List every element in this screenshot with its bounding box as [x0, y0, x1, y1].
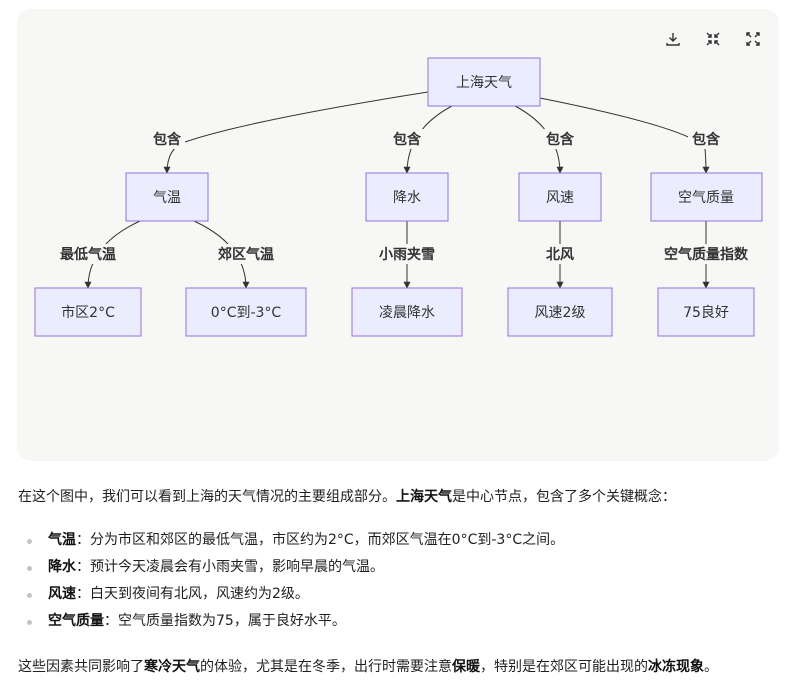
svg-text:空气质量指数: 空气质量指数	[664, 246, 749, 263]
outro-text: ，特别是在郊区可能出现的	[480, 659, 648, 675]
list-term: 气温	[48, 532, 76, 548]
edge-label: 最低气温	[55, 244, 121, 264]
svg-text:降水: 降水	[393, 190, 421, 206]
svg-text:包含: 包含	[692, 131, 721, 148]
edge-root-qiwen	[163, 91, 429, 174]
download-icon[interactable]	[661, 27, 685, 51]
diagram-toolbar	[661, 27, 765, 51]
intro-paragraph: 在这个图中，我们可以看到上海的天气情况的主要组成部分。上海天气是中心节点，包含了…	[18, 486, 788, 508]
edge-label: 包含	[688, 129, 724, 149]
svg-text:郊区气温: 郊区气温	[218, 246, 274, 263]
node-kongqi[interactable]: 空气质量	[650, 172, 763, 222]
node-jiangshui[interactable]: 降水	[365, 172, 449, 222]
outro-bold: 寒冷天气	[144, 659, 200, 675]
list-item: 风速：白天到夜间有北风，风速约为2级。	[18, 581, 788, 608]
list-term: 空气质量	[48, 613, 104, 629]
edge-label: 小雨夹雪	[374, 244, 440, 264]
expand-icon[interactable]	[741, 27, 765, 51]
svg-text:包含: 包含	[546, 131, 575, 148]
svg-text:北风: 北风	[546, 247, 574, 263]
list-desc: ：预计今天凌晨会有小雨夹雪，影响早晨的气温。	[76, 559, 384, 575]
edge-label: 空气质量指数	[659, 244, 753, 264]
list-term: 降水	[48, 559, 76, 575]
node-zhishu[interactable]: 75良好	[657, 287, 755, 337]
outro-bold: 保暖	[452, 659, 480, 675]
list-item: 降水：预计今天凌晨会有小雨夹雪，影响早晨的气温。	[18, 554, 788, 581]
list-item: 空气质量：空气质量指数为75，属于良好水平。	[18, 608, 788, 635]
intro-text: 是中心节点，包含了多个关键概念：	[452, 489, 676, 505]
edge-label: 包含	[389, 129, 425, 149]
svg-text:市区2°C: 市区2°C	[61, 304, 115, 321]
node-lingchen[interactable]: 凌晨降水	[351, 287, 463, 337]
svg-text:空气质量: 空气质量	[678, 190, 734, 206]
list-desc: ：白天到夜间有北风，风速约为2级。	[76, 586, 309, 602]
concept-list: 气温：分为市区和郊区的最低气温，市区约为2°C，而郊区气温在0°C到-3°C之间…	[18, 527, 788, 635]
node-root[interactable]: 上海天气	[427, 57, 541, 107]
node-fengsu[interactable]: 风速	[518, 172, 602, 222]
list-desc: ：分为市区和郊区的最低气温，市区约为2°C，而郊区气温在0°C到-3°C之间。	[76, 532, 565, 548]
diagram-card	[17, 9, 779, 461]
outro-text: 的体验，尤其是在冬季，出行时需要注意	[200, 659, 452, 675]
svg-text:小雨夹雪: 小雨夹雪	[379, 246, 435, 263]
edge-label: 包含	[149, 129, 185, 149]
svg-text:上海天气: 上海天气	[456, 75, 512, 91]
outro-text: 这些因素共同影响了	[18, 659, 144, 675]
answer-text: 在这个图中，我们可以看到上海的天气情况的主要组成部分。上海天气是中心节点，包含了…	[18, 486, 788, 678]
svg-text:0°C到-3°C: 0°C到-3°C	[211, 305, 282, 321]
outro-bold: 冰冻现象	[648, 659, 704, 675]
node-jiaoqu[interactable]: 0°C到-3°C	[185, 287, 307, 337]
edge-label: 北风	[542, 244, 578, 264]
intro-bold: 上海天气	[396, 489, 452, 505]
svg-text:包含: 包含	[393, 131, 422, 148]
svg-text:风速: 风速	[546, 190, 574, 206]
intro-text: 在这个图中，我们可以看到上海的天气情况的主要组成部分。	[18, 489, 396, 505]
svg-text:75良好: 75良好	[683, 305, 729, 321]
list-desc: ：空气质量指数为75，属于良好水平。	[104, 613, 346, 629]
edge-label: 包含	[542, 129, 578, 149]
node-qiwen[interactable]: 气温	[125, 172, 209, 222]
outro-text: 。	[704, 659, 718, 675]
list-item: 气温：分为市区和郊区的最低气温，市区约为2°C，而郊区气温在0°C到-3°C之间…	[18, 527, 788, 554]
list-term: 风速	[48, 586, 76, 602]
svg-text:最低气温: 最低气温	[60, 246, 116, 263]
svg-text:气温: 气温	[153, 190, 181, 206]
svg-text:包含: 包含	[153, 131, 182, 148]
svg-text:凌晨降水: 凌晨降水	[379, 305, 435, 321]
node-shiqu[interactable]: 市区2°C	[34, 287, 142, 337]
svg-text:风速2级: 风速2级	[535, 305, 586, 321]
flowchart: 包含 包含 包含 包含 最低气温 郊区气温 小雨夹雪 北风 空气质量指数 上海天…	[34, 57, 763, 337]
outro-paragraph: 这些因素共同影响了寒冷天气的体验，尤其是在冬季，出行时需要注意保暖，特别是在郊区…	[18, 656, 788, 678]
edge-label: 郊区气温	[213, 244, 279, 264]
node-sudu[interactable]: 风速2级	[507, 287, 613, 337]
collapse-icon[interactable]	[701, 27, 725, 51]
